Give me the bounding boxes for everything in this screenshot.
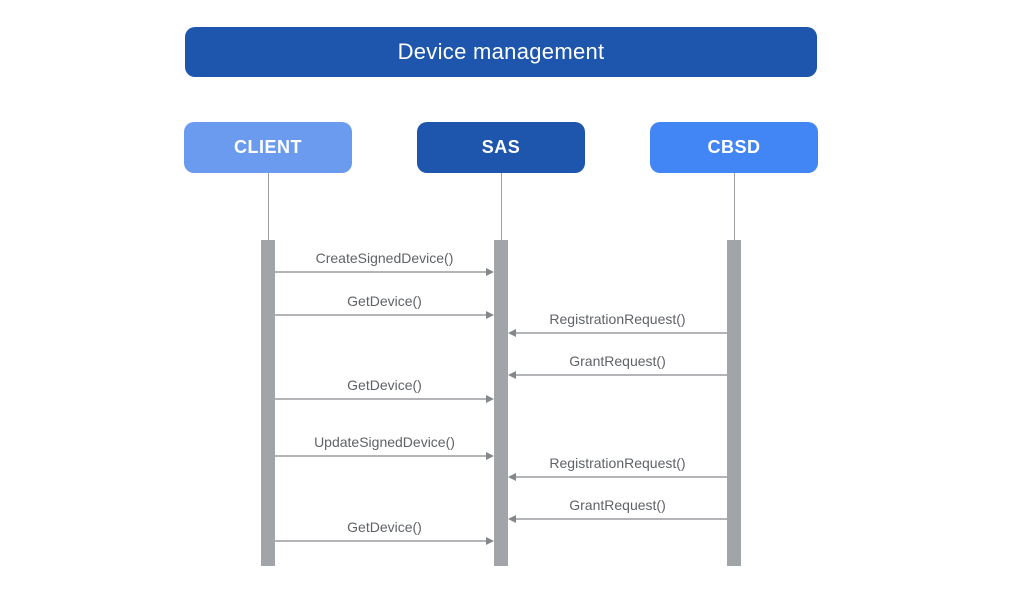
message-line: [275, 314, 487, 316]
arrowhead-icon: [486, 536, 494, 545]
diagram-title: Device management: [185, 27, 817, 77]
message-label: RegistrationRequest(): [549, 455, 686, 471]
arrowhead-icon: [486, 267, 494, 276]
message-line: [515, 518, 727, 520]
arrowhead-icon: [508, 472, 516, 481]
arrowhead-icon: [486, 451, 494, 460]
arrowhead-icon: [508, 328, 516, 337]
activation-bar-client: [261, 240, 275, 566]
message-label: GetDevice(): [347, 293, 422, 309]
lifeline-cbsd: [733, 173, 735, 240]
message-line: [275, 398, 487, 400]
actor-box-sas: SAS: [417, 122, 585, 173]
arrowhead-icon: [508, 370, 516, 379]
actor-box-client: CLIENT: [184, 122, 352, 173]
message-line: [275, 455, 487, 457]
activation-bar-sas: [494, 240, 508, 566]
actor-box-cbsd: CBSD: [650, 122, 818, 173]
arrowhead-icon: [486, 310, 494, 319]
arrowhead-icon: [486, 394, 494, 403]
message-label: UpdateSignedDevice(): [314, 434, 455, 450]
activation-bar-cbsd: [727, 240, 741, 566]
message-label: RegistrationRequest(): [549, 311, 686, 327]
message-line: [275, 271, 487, 273]
arrowhead-icon: [508, 514, 516, 523]
lifeline-client: [267, 173, 269, 240]
message-label: GetDevice(): [347, 519, 422, 535]
message-line: [515, 374, 727, 376]
message-line: [515, 476, 727, 478]
message-label: GrantRequest(): [569, 353, 666, 369]
message-label: CreateSignedDevice(): [315, 250, 454, 266]
message-line: [275, 540, 487, 542]
message-label: GrantRequest(): [569, 497, 666, 513]
message-line: [515, 332, 727, 334]
message-label: GetDevice(): [347, 377, 422, 393]
lifeline-sas: [500, 173, 502, 240]
